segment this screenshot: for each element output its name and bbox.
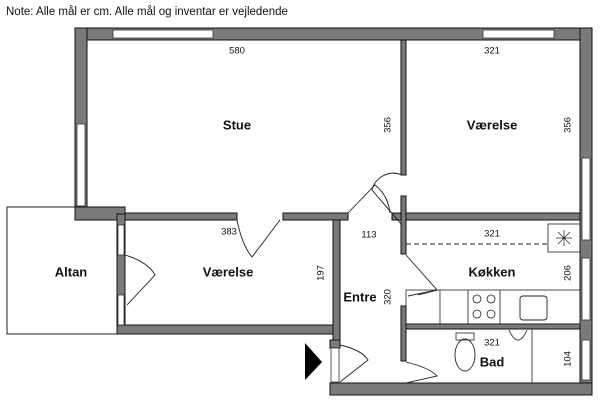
room-label-vaerelse: Værelse xyxy=(202,264,254,280)
room-label-stue: Stue xyxy=(222,117,252,133)
door-swing[interactable] xyxy=(405,361,438,384)
toilet-icon xyxy=(454,338,476,372)
door-swing[interactable] xyxy=(371,172,403,226)
window xyxy=(581,339,591,381)
snowflake-icon xyxy=(556,230,572,246)
dimension: 197 xyxy=(315,265,327,281)
entry-door-swing[interactable] xyxy=(339,344,369,383)
dimension: 580 xyxy=(229,45,245,57)
wall-mid-1 xyxy=(124,212,238,221)
dimension: 321 xyxy=(484,45,500,57)
entrance-arrow-icon xyxy=(305,343,322,380)
dimension: 356 xyxy=(382,117,394,133)
kitchen-counter xyxy=(405,289,581,325)
stove-icon xyxy=(472,294,496,319)
wall-entry-jamb xyxy=(329,339,341,349)
dimension: 113 xyxy=(361,229,377,241)
wall-bottom xyxy=(329,382,593,396)
wall-divider-mid xyxy=(400,195,407,255)
entry-door-frame xyxy=(330,347,340,383)
dimension: 383 xyxy=(221,226,237,238)
balcony-door-swing[interactable] xyxy=(124,254,156,306)
wall-mid-2 xyxy=(282,212,349,221)
room-label-bad: Bad xyxy=(479,354,505,370)
wall-divider-top xyxy=(400,39,407,176)
door-swing[interactable] xyxy=(236,219,281,258)
window xyxy=(581,157,591,241)
window xyxy=(117,294,125,326)
wall-bad-top xyxy=(405,323,581,330)
wall-vaerelse-bottom xyxy=(116,324,341,335)
window xyxy=(482,29,555,39)
room-label-altan: Altan xyxy=(54,264,88,280)
wall-divider-low xyxy=(400,305,407,362)
window xyxy=(581,257,591,321)
dimension: 356 xyxy=(562,117,574,133)
fridge xyxy=(547,223,581,253)
window xyxy=(117,224,125,256)
dimension: 104 xyxy=(562,351,574,367)
note-text: Note: Alle mål er cm. Alle mål og invent… xyxy=(6,6,288,18)
room-label-entre: Entre xyxy=(343,289,377,305)
window xyxy=(112,29,214,39)
window xyxy=(76,123,86,207)
wall-mid-3 xyxy=(391,212,581,221)
dimension: 206 xyxy=(562,265,574,281)
wall-entre-left xyxy=(332,212,341,341)
door-swing[interactable] xyxy=(347,184,391,214)
kitchen-sink-icon xyxy=(519,295,548,321)
room-label-vaerelse: Værelse xyxy=(466,117,518,133)
dimension: 321 xyxy=(484,337,500,349)
room-label-koekken: Køkken xyxy=(468,264,516,280)
dimension: 320 xyxy=(382,289,394,305)
bath-sink-icon xyxy=(508,329,528,341)
dimension: 321 xyxy=(482,228,502,240)
